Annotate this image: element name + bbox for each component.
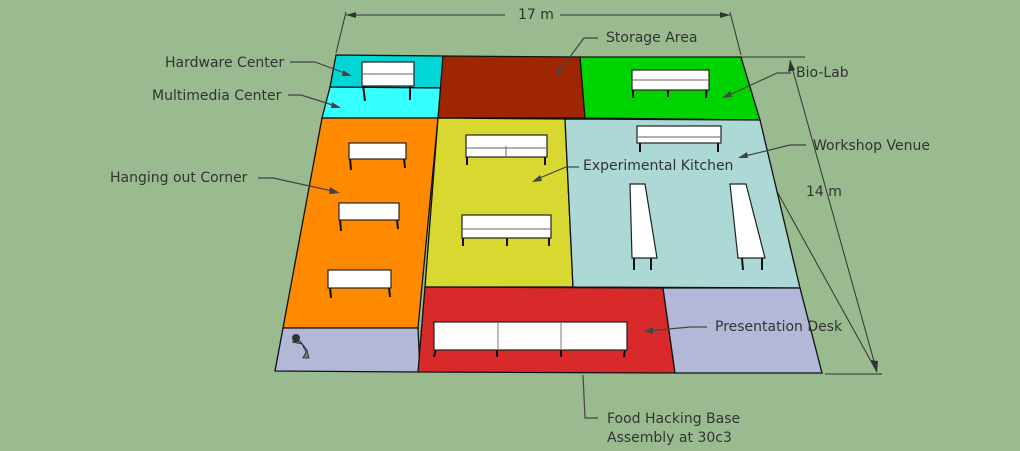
table [631,69,710,99]
table [348,142,407,171]
width-dimension [335,11,742,56]
table [327,269,392,299]
label-workshop-venue: Workshop Venue [813,138,930,154]
label-presentation-desk: Presentation Desk [715,319,843,335]
table [361,61,415,102]
table [729,183,766,271]
zone-multimedia-center [321,86,442,119]
table [465,134,548,165]
zone-storage-area [437,55,586,119]
presentation-tables [433,321,628,358]
table [636,125,722,152]
diagram-title-line1: Food Hacking Base [607,411,741,427]
table [338,202,400,232]
label-storage-area: Storage Area [606,30,698,46]
table [629,183,658,270]
diagram-title-line2: Assembly at 30c3 [607,430,732,446]
person-figure-icon [291,334,310,359]
zone-presentation-desk [662,287,823,374]
table [461,214,552,246]
label-multimedia-center: Multimedia Center [152,88,282,104]
width-dimension-label: 17 m [518,7,554,23]
label-experimental-kitchen: Experimental Kitchen [583,158,734,174]
depth-dimension-label: 14 m [806,184,842,200]
label-hardware-center: Hardware Center [165,55,285,71]
label-bio-lab: Bio-Lab [796,65,849,81]
zone-workshop-venue [564,118,801,289]
leader-lines [258,37,806,419]
label-hanging-out-corner: Hanging out Corner [110,170,248,186]
